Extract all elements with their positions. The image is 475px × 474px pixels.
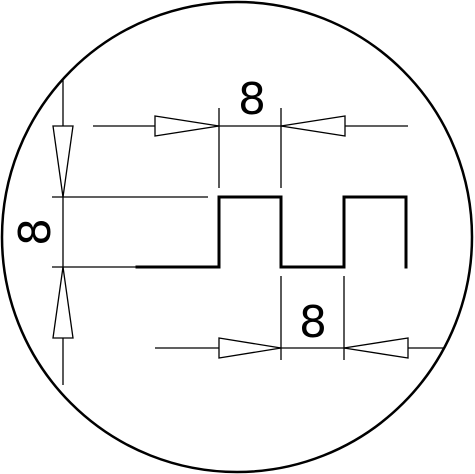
bottom-dimension-value: 8 — [299, 297, 327, 348]
top-dimension-value: 8 — [238, 74, 266, 125]
top-arrow-left — [154, 115, 220, 137]
left-arrow-bottom — [52, 266, 74, 339]
left-arrow-top — [52, 125, 74, 198]
top-arrow-right — [280, 115, 346, 137]
bottom-arrow-left — [218, 337, 282, 359]
bottom-arrow-right — [343, 337, 409, 359]
left-dimension-value: 8 — [10, 218, 61, 246]
top-dimension: 8 — [93, 74, 408, 188]
left-dimension: 8 — [10, 80, 208, 385]
bottom-dimension: 8 — [155, 276, 445, 360]
square-wave-profile — [135, 195, 408, 269]
